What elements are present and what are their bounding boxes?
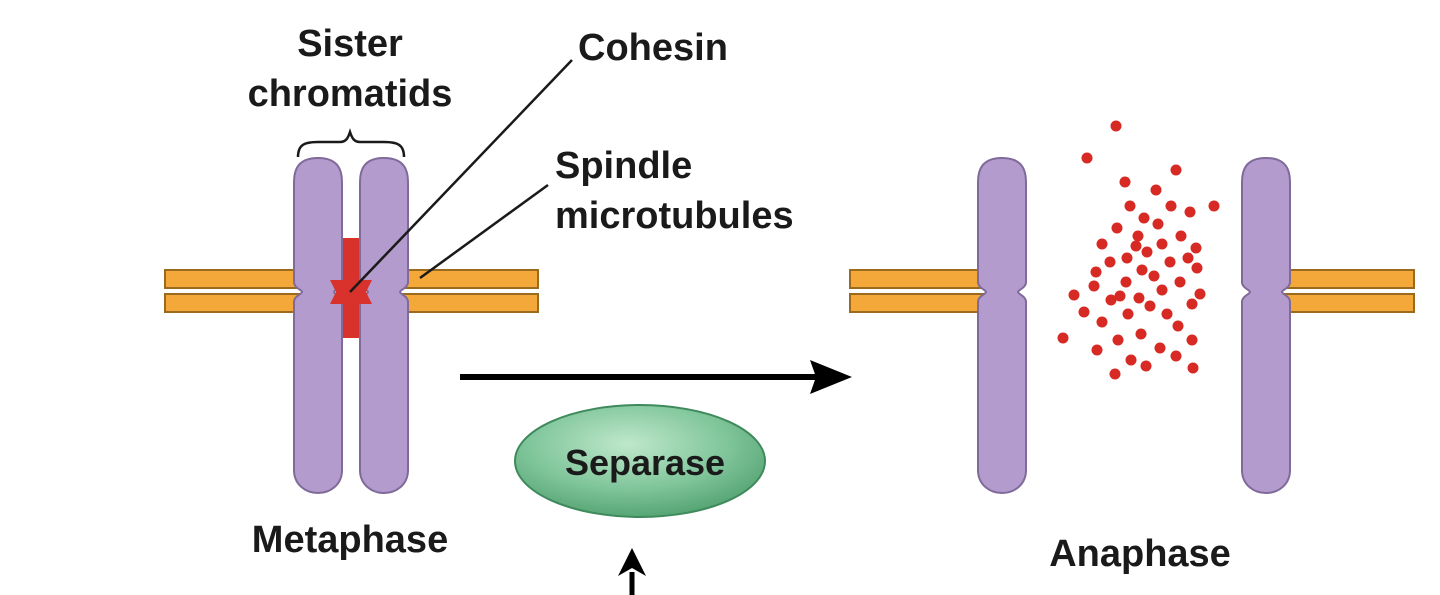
cohesin-fragment — [1133, 292, 1145, 304]
cohesin-fragment — [1184, 206, 1196, 218]
cohesin-fragment — [1138, 212, 1150, 224]
cohesin-fragment — [1096, 238, 1108, 250]
cohesin-fragment — [1161, 308, 1173, 320]
cohesin-fragment — [1191, 262, 1203, 274]
cohesin-fragment — [1119, 176, 1131, 188]
cohesin-fragment — [1132, 230, 1144, 242]
cohesin-fragment — [1156, 238, 1168, 250]
cohesin-fragment — [1124, 200, 1136, 212]
metaphase-label: Metaphase — [252, 519, 448, 561]
cohesin-fragment — [1170, 350, 1182, 362]
separase-label: Separase — [565, 442, 725, 483]
cohesin-label: Cohesin — [578, 27, 728, 69]
separase-enzyme: Separase — [514, 404, 766, 518]
cohesin-fragment — [1096, 316, 1108, 328]
sister-chromatids-label-line2: chromatids — [248, 73, 453, 115]
cohesin-fragment — [1057, 332, 1069, 344]
cohesin-fragment — [1165, 200, 1177, 212]
spindle-microtubules-left — [164, 269, 304, 313]
sister-chromatids-label-line1: Sister — [297, 23, 403, 65]
cohesin-fragment — [1112, 334, 1124, 346]
cohesin-fragment — [1104, 256, 1116, 268]
cohesin-leader-line — [349, 59, 573, 293]
cohesin-fragment — [1156, 284, 1168, 296]
activation-arrow — [618, 548, 646, 595]
cohesin-fragment — [1170, 164, 1182, 176]
cohesin-fragment — [1150, 184, 1162, 196]
cohesin-fragment — [1186, 334, 1198, 346]
cohesin-fragment — [1081, 152, 1093, 164]
cohesin-fragment — [1172, 320, 1184, 332]
cohesin-fragment — [1109, 368, 1121, 380]
sister-chromatids-brace — [296, 128, 406, 158]
spindle-leader-line — [419, 183, 549, 280]
cohesin-fragment — [1111, 222, 1123, 234]
cohesin-fragment — [1120, 276, 1132, 288]
cohesin-fragment — [1194, 288, 1206, 300]
cohesin-fragment — [1136, 264, 1148, 276]
cohesin-fragment — [1091, 344, 1103, 356]
sister-chromatid-right — [359, 156, 409, 495]
separated-chromatid-left — [977, 156, 1027, 495]
cohesin-fragment — [1090, 266, 1102, 278]
cohesin-fragment — [1114, 290, 1126, 302]
cohesin-fragment — [1141, 246, 1153, 258]
cohesin-fragment — [1174, 276, 1186, 288]
cohesin-fragment — [1164, 256, 1176, 268]
cohesin-fragment — [1187, 362, 1199, 374]
cohesin-fragment — [1135, 328, 1147, 340]
cohesin-fragment — [1175, 230, 1187, 242]
cohesin-fragment — [1130, 240, 1142, 252]
anaphase-microtubules-left — [849, 269, 991, 313]
cohesin-fragment — [1122, 308, 1134, 320]
separated-chromatid-right — [1241, 156, 1291, 495]
cohesin-fragment — [1152, 218, 1164, 230]
cleaved-cohesin-fragments — [1057, 120, 1220, 380]
cohesin-fragment — [1208, 200, 1220, 212]
cohesin-fragment — [1144, 300, 1156, 312]
cohesin-fragment — [1190, 242, 1202, 254]
cohesin-fragment — [1140, 360, 1152, 372]
cohesin-fragment — [1068, 289, 1080, 301]
metaphase-chromosome — [164, 156, 539, 495]
anaphase-chromosomes — [849, 156, 1415, 495]
spindle-microtubules-label-line2: microtubules — [555, 195, 794, 237]
cohesin-fragment — [1182, 252, 1194, 264]
cohesin-fragment — [1125, 354, 1137, 366]
sister-chromatid-left — [293, 156, 343, 495]
spindle-microtubules-label-line1: Spindle — [555, 145, 692, 187]
cohesin-fragment — [1088, 280, 1100, 292]
transition-arrow — [460, 360, 852, 394]
cohesin-fragment — [1110, 120, 1122, 132]
cohesin-fragment — [1121, 252, 1133, 264]
cohesin-fragment — [1078, 306, 1090, 318]
anaphase-label: Anaphase — [1049, 533, 1231, 575]
anaphase-microtubules-right — [1275, 269, 1415, 313]
cohesin-fragment — [1154, 342, 1166, 354]
spindle-microtubules-right — [397, 269, 539, 313]
cohesin-fragment — [1186, 298, 1198, 310]
cohesin-fragment — [1148, 270, 1160, 282]
cohesin-fragment — [1105, 294, 1117, 306]
